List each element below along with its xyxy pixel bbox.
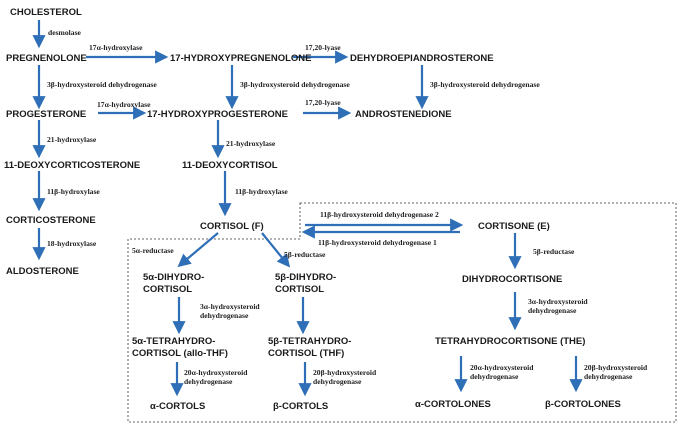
enzyme-17a-hydroxylase-2: 17α-hydroxylase — [97, 100, 151, 109]
node-cholesterol: CHOLESTEROL — [10, 7, 82, 18]
node-alpha-cortolones: α-CORTOLONES — [415, 399, 491, 410]
enzyme-17-20-lyase-2: 17,20-lyase — [305, 98, 341, 107]
node-thf-line1: 5β-TETRAHYDRO- — [268, 336, 351, 347]
node-5a-dihydrocortisol-line1: 5α-DIHYDRO- — [143, 272, 204, 283]
enzyme-21-hydroxylase-2: 21-hydroxylase — [226, 139, 276, 148]
enzyme-3a-hsd-2-line1: 3α-hydroxysteroid — [528, 297, 588, 306]
enzyme-20a-hsd-1-line1: 20α-hydroxysteroid — [184, 368, 248, 377]
node-5a-dihydrocortisol-line2: CORTISOL — [143, 284, 192, 295]
node-cortisone: CORTISONE (E) — [478, 221, 550, 232]
node-beta-cortolones: β-CORTOLONES — [545, 399, 621, 410]
enzyme-20a-hsd-2-line1: 20α-hydroxysteroid — [470, 363, 534, 372]
enzyme-20b-hsd-1-line2: dehydrogenase — [313, 377, 362, 386]
enzyme-5b-reductase-1: 5β-reductase — [284, 250, 326, 259]
arrow-cortisol-5a-dihydro — [177, 232, 219, 268]
node-17-hydroxyprogesterone: 17-HYDROXYPROGESTERONE — [147, 109, 288, 120]
enzyme-17a-hydroxylase-1: 17α-hydroxylase — [89, 43, 143, 52]
node-dihydrocortisone: DIHYDROCORTISONE — [462, 274, 562, 285]
node-dehydroepiandrosterone: DEHYDROEPIANDROSTERONE — [350, 53, 494, 64]
node-beta-cortols: β-CORTOLS — [273, 401, 328, 412]
enzyme-21-hydroxylase-1: 21-hydroxylase — [47, 135, 97, 144]
enzyme-20b-hsd-2-line1: 20β-hydroxysteroid — [584, 363, 648, 372]
node-aldosterone: ALDOSTERONE — [6, 266, 79, 277]
node-progesterone: PROGESTERONE — [6, 109, 86, 120]
node-androstenedione: ANDROSTENEDIONE — [355, 109, 452, 120]
enzyme-17-20-lyase-1: 17,20-lyase — [305, 43, 341, 52]
compound-nodes: CHOLESTEROL PREGNENOLONE 17-HYDROXYPREGN… — [4, 7, 621, 412]
node-5b-dihydrocortisol-line1: 5β-DIHYDRO- — [275, 272, 336, 283]
enzyme-20a-hsd-1-line2: dehydrogenase — [184, 377, 233, 386]
enzyme-desmolase: desmolase — [48, 28, 82, 37]
enzyme-3a-hsd-1-line1: 3α-hydroxysteroid — [200, 302, 260, 311]
node-tetrahydrocortisone: TETRAHYDROCORTISONE (THE) — [435, 336, 585, 347]
node-thf-line2: CORTISOL (THF) — [268, 348, 344, 359]
enzyme-5a-reductase: 5α-reductase — [132, 246, 174, 255]
enzyme-18-hydroxylase: 18-hydroxylase — [47, 239, 97, 248]
arrow-cortisol-5b-dihydro — [261, 232, 291, 268]
node-pregnenolone: PREGNENOLONE — [6, 53, 87, 64]
enzyme-11b-hydroxylase-2: 11β-hydroxylase — [235, 187, 288, 196]
enzyme-20a-hsd-2-line2: dehydrogenase — [470, 372, 519, 381]
enzyme-11b-hydroxylase-1: 11β-hydroxylase — [47, 187, 100, 196]
enzyme-11b-hsd-1: 11β-hydroxysteroid dehydrogenase 1 — [318, 238, 437, 247]
enzyme-3b-hsd-2: 3β-hydroxysteroid dehydrogenase — [240, 80, 350, 89]
enzyme-5b-reductase-2: 5β-reductase — [533, 247, 575, 256]
node-cortisol: CORTISOL (F) — [200, 221, 264, 232]
enzyme-labels: desmolase 17α-hydroxylase 17,20-lyase 3β… — [47, 28, 648, 386]
node-allo-thf-line2: CORTISOL (allo-THF) — [132, 348, 228, 359]
enzyme-11b-hsd-2: 11β-hydroxysteroid dehydrogenase 2 — [320, 210, 439, 219]
enzyme-3b-hsd-3: 3β-hydroxysteroid dehydrogenase — [430, 80, 540, 89]
pathway-arrows — [32, 20, 583, 397]
node-17-hydroxypregnenolone: 17-HYDROXYPREGNENOLONE — [170, 53, 311, 64]
enzyme-20b-hsd-1-line1: 20β-hydroxysteroid — [313, 368, 377, 377]
cortisol-metabolism-box — [127, 202, 677, 423]
node-5b-dihydrocortisol-line2: CORTISOL — [275, 284, 324, 295]
node-11-deoxycortisol: 11-DEOXYCORTISOL — [182, 160, 278, 171]
node-allo-thf-line1: 5α-TETRAHYDRO- — [132, 336, 215, 347]
enzyme-20b-hsd-2-line2: dehydrogenase — [584, 372, 633, 381]
enzyme-3a-hsd-2-line2: dehydrogenase — [528, 306, 577, 315]
node-corticosterone: CORTICOSTERONE — [6, 215, 96, 226]
enzyme-3a-hsd-1-line2: dehydrogenase — [200, 311, 249, 320]
node-11-deoxycorticosterone: 11-DEOXYCORTICOSTERONE — [4, 160, 140, 171]
node-alpha-cortols: α-CORTOLS — [150, 401, 205, 412]
enzyme-3b-hsd-1: 3β-hydroxysteroid dehydrogenase — [47, 80, 157, 89]
